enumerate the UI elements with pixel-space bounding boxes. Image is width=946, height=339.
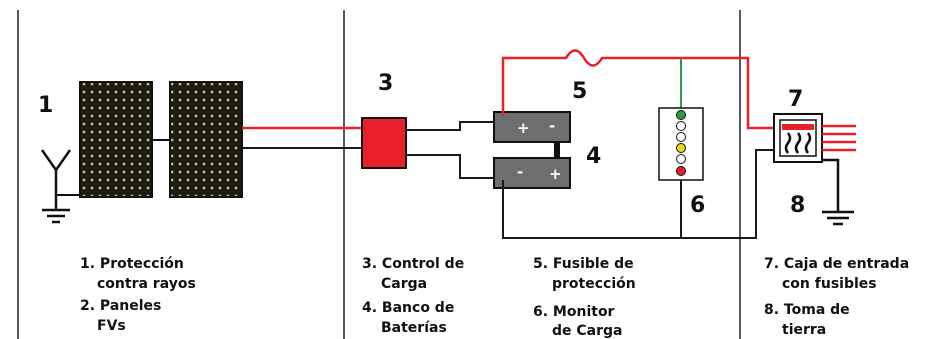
output-circuit-wires xyxy=(822,124,856,152)
solar-panel xyxy=(79,81,153,198)
battery-minus-terminal: - xyxy=(517,163,523,181)
fuse-box-bus xyxy=(782,124,814,130)
caption-charge-controller: Carga xyxy=(381,276,427,292)
battery-top xyxy=(493,111,571,143)
caption-monitor: 6. Monitor xyxy=(533,304,615,320)
earth-ground-icon xyxy=(822,158,854,226)
monitor-led-green xyxy=(676,110,686,120)
caption-fuse: protección xyxy=(552,276,636,292)
battery-plus-terminal: + xyxy=(549,165,562,183)
label-number-8: 8 xyxy=(790,193,805,218)
controller-battery-wire xyxy=(406,154,494,179)
caption-protection: 1. Protección xyxy=(80,256,184,272)
caption-battery-bank: Baterías xyxy=(381,320,447,336)
caption-ground: 8. Toma de xyxy=(764,302,850,318)
caption-fuse-box: con fusibles xyxy=(782,276,877,292)
monitor-led xyxy=(676,121,686,131)
caption-battery-bank: 4. Banco de xyxy=(362,300,454,316)
label-number-3: 3 xyxy=(378,71,393,96)
caption-ground: tierra xyxy=(782,322,826,338)
fuse-element-icon xyxy=(784,132,812,154)
charge-controller xyxy=(361,117,407,169)
monitor-led xyxy=(676,154,686,164)
caption-panels: FVs xyxy=(97,318,126,334)
controller-battery-wire xyxy=(406,121,494,131)
caption-panels: 2. Paneles xyxy=(80,298,161,314)
label-number-5: 5 xyxy=(572,79,587,104)
label-number-6: 6 xyxy=(690,193,705,218)
negative-bus-wire xyxy=(502,149,774,239)
caption-charge-controller: 3. Control de xyxy=(362,256,464,272)
label-number-1: 1 xyxy=(38,93,53,118)
solar-panel xyxy=(169,81,243,198)
caption-fuse: 5. Fusible de xyxy=(533,256,634,272)
monitor-led-yellow xyxy=(676,143,686,153)
monitor-led-red xyxy=(676,166,686,176)
label-number-4: 4 xyxy=(586,144,601,169)
lightning-protection-icon xyxy=(40,149,72,224)
battery-minus-terminal: - xyxy=(549,117,555,135)
positive-bus-wire xyxy=(501,49,774,130)
battery-bottom xyxy=(493,157,571,189)
battery-plus-terminal: + xyxy=(517,119,530,137)
caption-protection: contra rayos xyxy=(97,276,196,292)
monitor-led xyxy=(676,132,686,142)
caption-monitor: de Carga xyxy=(552,323,623,339)
caption-fuse-box: 7. Caja de entrada xyxy=(764,256,909,272)
label-number-7: 7 xyxy=(788,87,803,112)
